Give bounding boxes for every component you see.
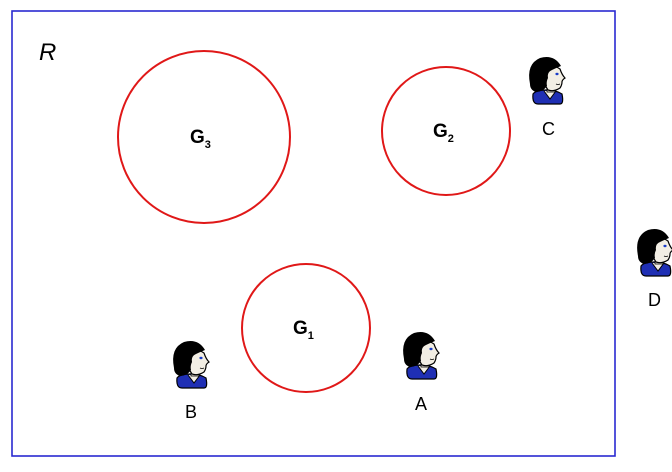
label-g1: G1 — [293, 318, 314, 342]
person-b-label: B — [185, 402, 197, 422]
person-d: D — [636, 228, 672, 310]
label-g2: G2 — [433, 121, 454, 145]
label-g3: G3 — [190, 127, 211, 151]
circle-g2 — [381, 66, 511, 196]
person-b: B — [172, 340, 210, 422]
region-label: R — [39, 39, 56, 66]
circle-g1 — [241, 263, 371, 393]
person-c: C — [528, 56, 566, 139]
person-d-label: D — [648, 290, 661, 310]
person-c-label: C — [542, 119, 555, 139]
region-border — [11, 10, 616, 457]
person-a: A — [402, 331, 440, 414]
circle-g3 — [117, 50, 291, 224]
person-a-label: A — [415, 394, 427, 414]
